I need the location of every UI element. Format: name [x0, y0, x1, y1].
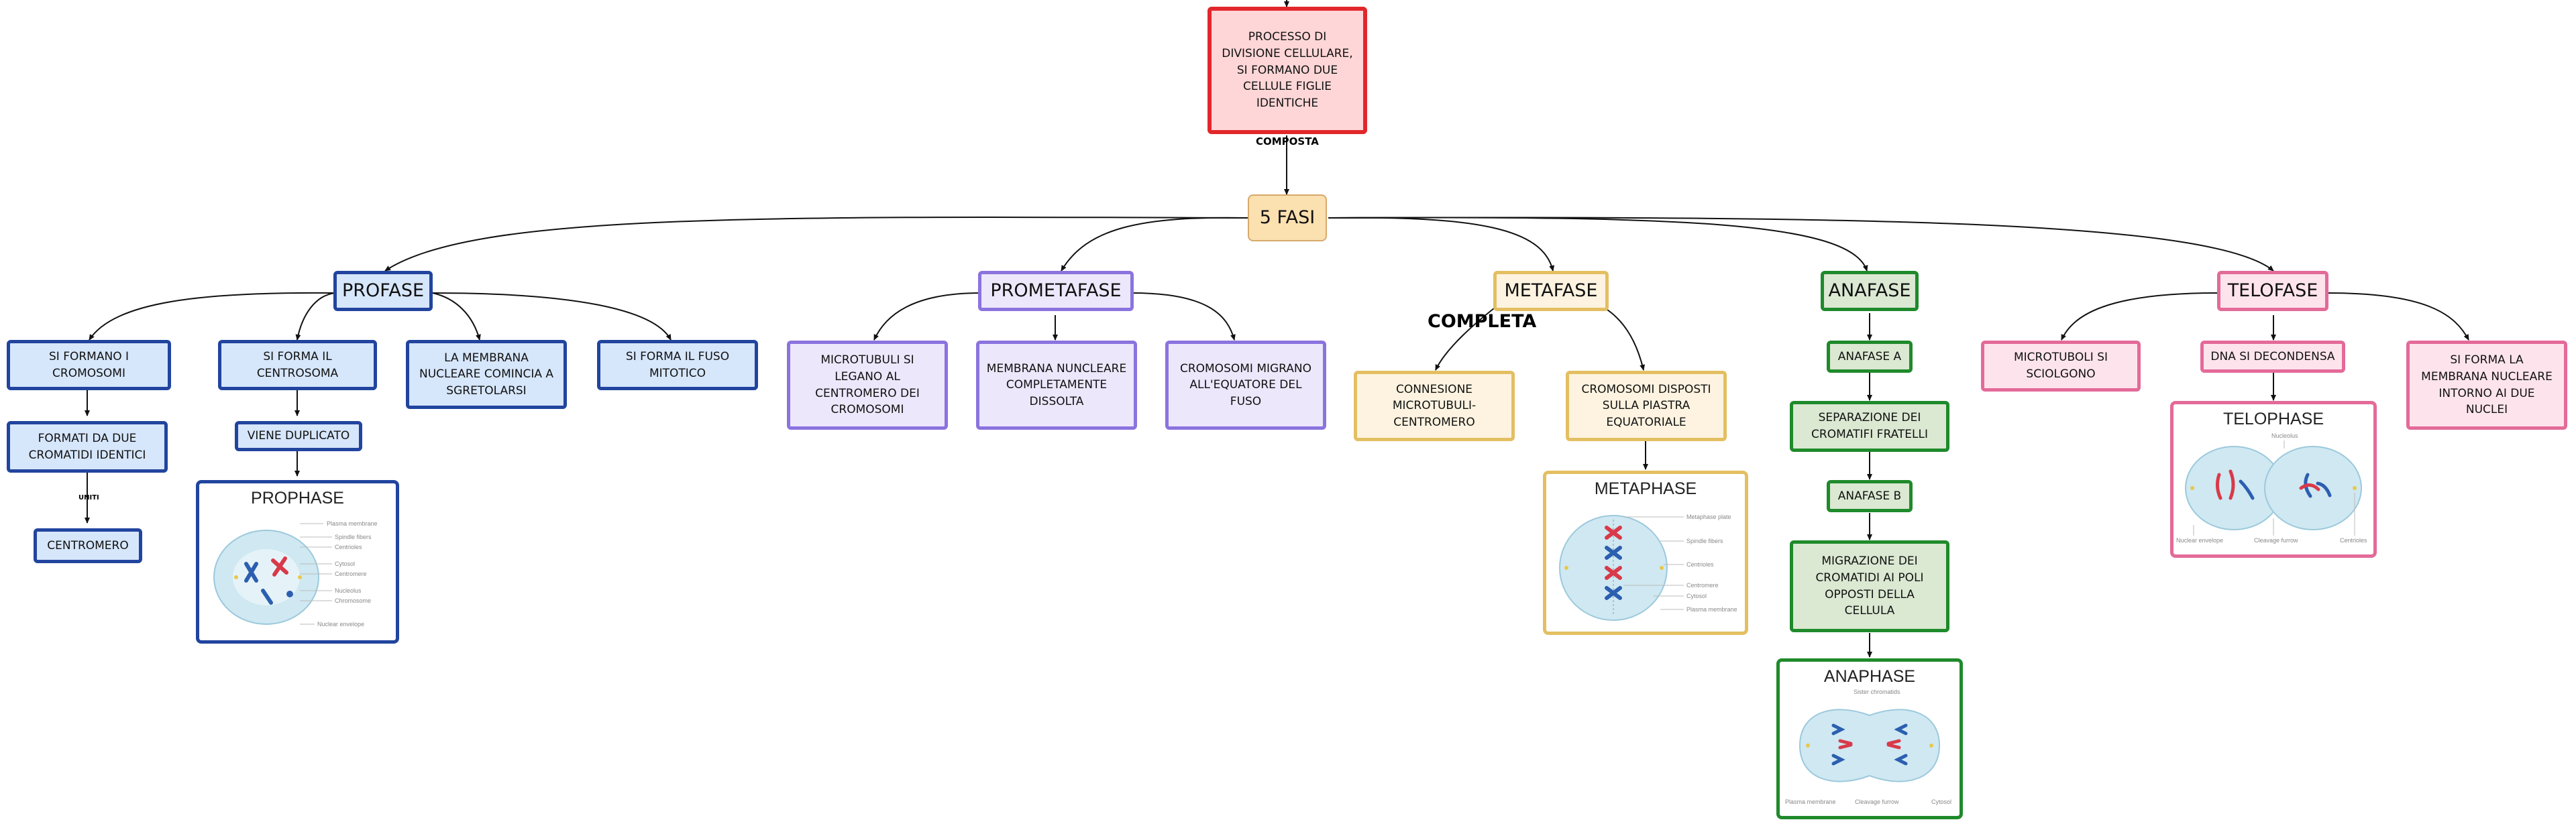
telofase-item[interactable]: MICROTUBOLI SI SCIOLGONO [1981, 341, 2141, 392]
phase-prometafase[interactable]: PROMETAFASE [978, 271, 1134, 311]
image-title: TELOPHASE [2222, 410, 2324, 428]
telophase-label: Nuclear envelope [2176, 537, 2223, 544]
item-text: SEPARAZIONE DEI CROMATIFI FRATELLI [1811, 411, 1928, 441]
root-text: PROCESSO DI DIVISIONE CELLULARE, SI FORM… [1222, 30, 1353, 110]
prophase-label: Chromosome [335, 597, 371, 604]
prometafase-item[interactable]: CROMOSOMI MIGRANO ALL'EQUATORE DEL FUSO [1165, 341, 1326, 430]
metaphase-image: METAPHASE Metaphase plate Spindle fibers… [1543, 471, 1748, 635]
item-text: SI FORMA IL CENTROSOMA [256, 349, 339, 380]
metaphase-label: Centromere [1686, 582, 1719, 589]
anaphase-illustration: Sister chromatids Plasma membrane Cleava… [1785, 689, 1951, 805]
item-text: CENTROMERO [47, 538, 129, 552]
item-text: ANAFASE A [1837, 349, 1902, 363]
telophase-label: Centrioles [2340, 537, 2367, 544]
hub-node[interactable]: 5 FASI [1248, 194, 1327, 241]
anaphase-label: Sister chromatids [1854, 689, 1900, 695]
prophase-label: Plasma membrane [327, 520, 378, 527]
metaphase-label: Spindle fibers [1686, 538, 1723, 544]
anaphase-label: Plasma membrane [1785, 799, 1836, 805]
item-text: MIGRAZIONE DEI CROMATIDI AI POLI OPPOSTI… [1815, 554, 1924, 618]
phase-telofase[interactable]: TELOFASE [2217, 271, 2328, 311]
telofase-item[interactable]: SI FORMA LA MEMBRANA NUCLEARE INTORNO AI… [2406, 341, 2567, 430]
item-text: CROMOSOMI MIGRANO ALL'EQUATORE DEL FUSO [1179, 361, 1312, 408]
item-text: SI FORMA LA MEMBRANA NUCLEARE INTORNO AI… [2421, 353, 2553, 417]
item-text: SI FORMA IL FUSO MITOTICO [625, 349, 730, 380]
item-text: LA MEMBRANA NUCLEARE COMINCIA A SGRETOLA… [419, 351, 554, 398]
prophase-label: Centromere [335, 571, 367, 577]
profase-item[interactable]: SI FORMA IL CENTROSOMA [218, 340, 377, 390]
metafase-item[interactable]: CROMOSOMI DISPOSTI SULLA PIASTRA EQUATOR… [1566, 371, 1727, 441]
item-text: ANAFASE B [1837, 489, 1902, 503]
anafase-item[interactable]: ANAFASE A [1827, 341, 1913, 373]
item-text: CROMOSOMI DISPOSTI SULLA PIASTRA EQUATOR… [1581, 382, 1711, 429]
prometafase-item[interactable]: MICROTUBULI SI LEGANO AL CENTROMERO DEI … [787, 341, 948, 430]
link-label-composta: COMPOSTA [1256, 135, 1319, 147]
phase-metafase[interactable]: METAFASE [1493, 271, 1609, 311]
prophase-label: Nucleolus [335, 587, 362, 594]
prophase-illustration: Plasma membrane Spindle fibers Centriole… [213, 520, 378, 628]
prophase-label: Nuclear envelope [317, 621, 364, 628]
link-label-uniti: UNITI [78, 494, 99, 501]
metaphase-illustration: Metaphase plate Spindle fibers Centriole… [1559, 514, 1737, 621]
prophase-label: Centrioles [335, 544, 362, 550]
profase-item[interactable]: SI FORMANO I CROMOSOMI [7, 340, 171, 390]
image-title: PROPHASE [251, 489, 344, 508]
telophase-image: TELOPHASE Nucleolus Nuclear envelope Cle… [2170, 401, 2377, 558]
phase-title: PROMETAFASE [990, 280, 1122, 302]
image-title: ANAPHASE [1823, 667, 1916, 686]
anafase-item[interactable]: SEPARAZIONE DEI CROMATIFI FRATELLI [1790, 401, 1949, 452]
prophase-label: Cytosol [335, 560, 355, 567]
anafase-item[interactable]: ANAFASE B [1827, 480, 1913, 512]
profase-item[interactable]: LA MEMBRANA NUCLEARE COMINCIA A SGRETOLA… [406, 340, 567, 409]
phase-profase[interactable]: PROFASE [333, 271, 433, 311]
image-title: METAPHASE [1594, 479, 1697, 498]
item-text: CONNESIONE MICROTUBULI-CENTROMERO [1392, 382, 1477, 429]
anafase-item[interactable]: MIGRAZIONE DEI CROMATIDI AI POLI OPPOSTI… [1790, 540, 1949, 632]
metaphase-label: Metaphase plate [1686, 514, 1731, 520]
telophase-label: Nucleolus [2271, 432, 2298, 439]
telophase-illustration: Nucleolus Nuclear envelope Cleavage furr… [2176, 432, 2367, 544]
item-text: DNA SI DECONDENSA [2210, 349, 2335, 363]
phase-anafase[interactable]: ANAFASE [1821, 271, 1919, 311]
profase-subitem[interactable]: VIENE DUPLICATO [235, 421, 362, 451]
metaphase-label: Cytosol [1686, 593, 1707, 599]
item-text: MICROTUBOLI SI SCIOLGONO [2013, 351, 2108, 381]
profase-item[interactable]: SI FORMA IL FUSO MITOTICO [597, 340, 758, 390]
phase-title: TELOFASE [2227, 280, 2318, 302]
hub-text: 5 FASI [1259, 207, 1316, 229]
prometafase-item[interactable]: MEMBRANA NUNCLEARE COMPLETAMENTE DISSOLT… [976, 341, 1137, 430]
phase-title: METAFASE [1504, 280, 1598, 302]
telofase-item[interactable]: DNA SI DECONDENSA [2200, 341, 2345, 373]
root-node[interactable]: PROCESSO DI DIVISIONE CELLULARE, SI FORM… [1208, 7, 1367, 134]
metaphase-label: Plasma membrane [1686, 606, 1737, 613]
link-label-completa: COMPLETA [1428, 311, 1537, 332]
telophase-label: Cleavage furrow [2254, 537, 2298, 544]
metaphase-label: Centrioles [1686, 561, 1714, 568]
item-text: MICROTUBULI SI LEGANO AL CENTROMERO DEI … [815, 353, 920, 417]
phase-title: ANAFASE [1828, 280, 1911, 302]
profase-subitem[interactable]: FORMATI DA DUE CROMATIDI IDENTICI [7, 421, 168, 473]
anaphase-label: Cleavage furrow [1855, 799, 1899, 805]
item-text: VIENE DUPLICATO [247, 429, 350, 443]
prophase-image: PROPHASE Plasma membrane Spindle fibers … [196, 480, 399, 644]
prophase-label: Spindle fibers [335, 534, 372, 540]
metafase-item[interactable]: CONNESIONE MICROTUBULI-CENTROMERO [1354, 371, 1515, 441]
anaphase-label: Cytosol [1931, 799, 1951, 805]
item-text: SI FORMANO I CROMOSOMI [49, 349, 129, 380]
item-text: MEMBRANA NUNCLEARE COMPLETAMENTE DISSOLT… [986, 361, 1127, 408]
profase-subitem[interactable]: CENTROMERO [34, 528, 142, 563]
anaphase-image: ANAPHASE Sister chromatids Plasma membra… [1776, 658, 1963, 819]
phase-title: PROFASE [342, 280, 425, 302]
item-text: FORMATI DA DUE CROMATIDI IDENTICI [28, 431, 146, 462]
